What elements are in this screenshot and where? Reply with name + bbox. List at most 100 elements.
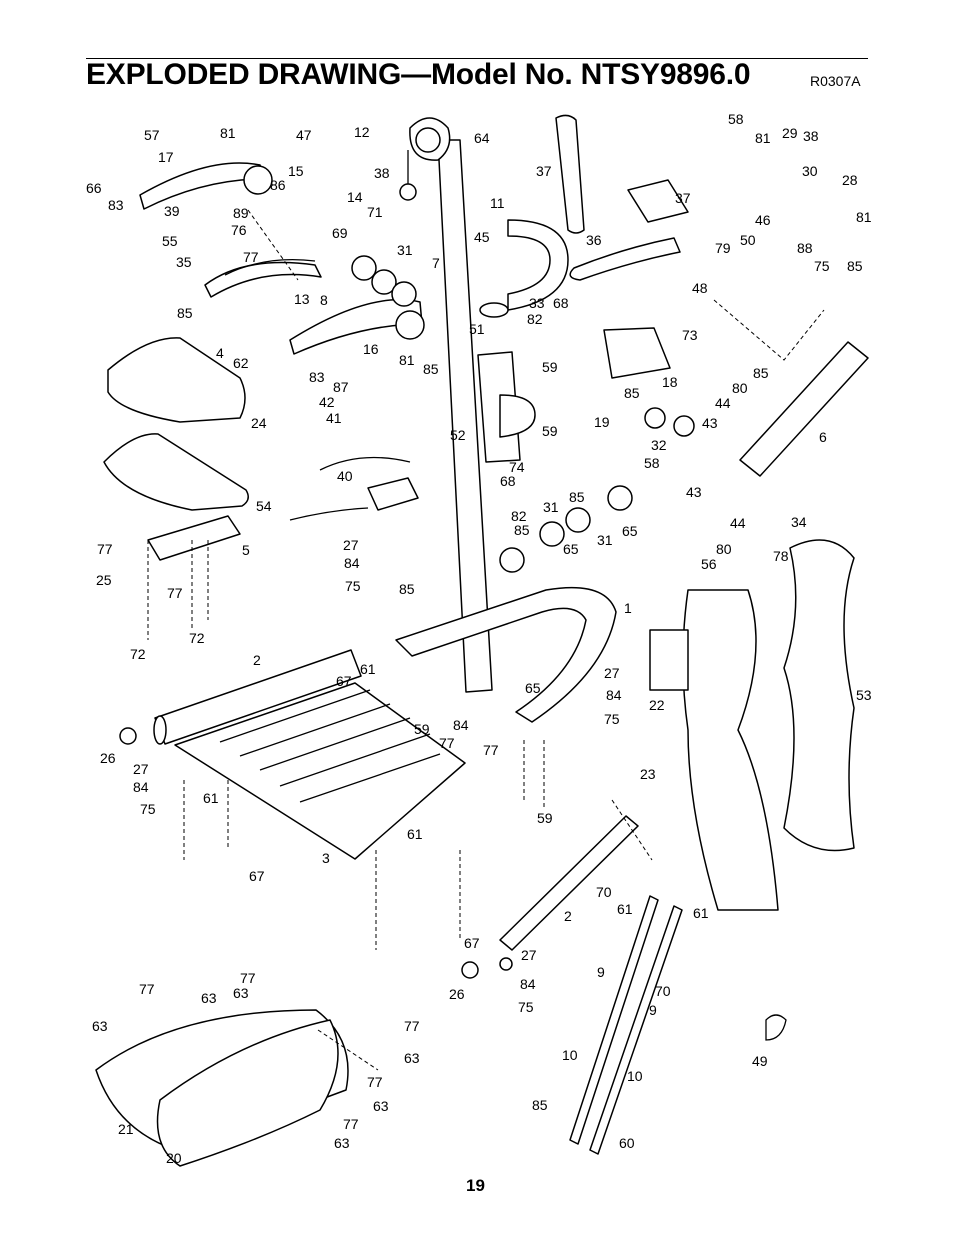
- callout-label: 77: [439, 735, 455, 751]
- callout-label: 66: [86, 180, 102, 196]
- callout-label: 65: [525, 680, 541, 696]
- callout-label: 75: [604, 711, 620, 727]
- callout-label: 44: [715, 395, 731, 411]
- callout-label: 59: [542, 423, 558, 439]
- callout-label: 12: [354, 124, 370, 140]
- callout-label: 89: [233, 205, 249, 221]
- callout-label: 30: [802, 163, 818, 179]
- callout-label: 77: [167, 585, 183, 601]
- callout-label: 81: [220, 125, 236, 141]
- callout-label: 76: [231, 222, 247, 238]
- callout-label: 26: [449, 986, 465, 1002]
- callout-label: 84: [453, 717, 469, 733]
- callout-label: 84: [520, 976, 536, 992]
- callout-label: 13: [294, 291, 310, 307]
- callout-label: 79: [715, 240, 731, 256]
- callout-label: 82: [527, 311, 543, 327]
- parts-drawing: [95, 114, 869, 1167]
- callout-label: 33: [529, 295, 545, 311]
- callout-label: 11: [490, 195, 505, 211]
- callout-label: 61: [203, 790, 219, 806]
- callout-label: 23: [640, 766, 656, 782]
- callout-label: 52: [450, 427, 466, 443]
- callout-label: 77: [139, 981, 155, 997]
- callout-label: 31: [397, 242, 413, 258]
- callout-label: 10: [562, 1047, 578, 1063]
- callout-label: 64: [474, 130, 490, 146]
- page-title: EXPLODED DRAWING—Model No. NTSY9896.0: [86, 58, 751, 91]
- callout-label: 50: [740, 232, 756, 248]
- callout-label: 65: [563, 541, 579, 557]
- callout-label: 72: [189, 630, 205, 646]
- callout-label: 75: [140, 801, 156, 817]
- callout-label: 85: [177, 305, 193, 321]
- callout-label: 37: [536, 163, 552, 179]
- callout-label: 41: [326, 410, 342, 426]
- callout-label: 17: [158, 149, 174, 165]
- callout-label: 67: [336, 673, 352, 689]
- callout-label: 63: [233, 985, 249, 1001]
- callout-label: 81: [856, 209, 872, 225]
- callout-label: 46: [755, 212, 771, 228]
- callout-label: 58: [644, 455, 660, 471]
- page-number: 19: [466, 1176, 485, 1195]
- callout-label: 68: [500, 473, 516, 489]
- callout-label: 86: [270, 177, 286, 193]
- callout-label: 78: [773, 548, 789, 564]
- callout-label: 81: [755, 130, 771, 146]
- callout-label: 85: [532, 1097, 548, 1113]
- callout-label: 34: [791, 514, 807, 530]
- callout-label: 77: [97, 541, 113, 557]
- callout-label: 85: [847, 258, 863, 274]
- callout-label: 75: [345, 578, 361, 594]
- callout-label: 40: [337, 468, 353, 484]
- callout-label: 88: [797, 240, 813, 256]
- callout-label: 81: [399, 352, 415, 368]
- callout-label: 10: [627, 1068, 643, 1084]
- callout-label: 83: [309, 369, 325, 385]
- callout-label: 22: [649, 697, 665, 713]
- callout-label: 31: [543, 499, 559, 515]
- callout-label: 61: [407, 826, 423, 842]
- title-rule: [86, 58, 868, 59]
- callout-label: 63: [201, 990, 217, 1006]
- callout-label: 85: [423, 361, 439, 377]
- callout-label: 63: [92, 1018, 108, 1034]
- callout-label: 59: [537, 810, 553, 826]
- callout-label: 35: [176, 254, 192, 270]
- callout-label: 4: [216, 345, 224, 361]
- callout-label: 75: [518, 999, 534, 1015]
- callout-label: 87: [333, 379, 349, 395]
- callout-label: 42: [319, 394, 335, 410]
- callout-label: 25: [96, 572, 112, 588]
- callout-label: 61: [617, 901, 633, 917]
- callout-label: 54: [256, 498, 272, 514]
- callout-label: 53: [856, 687, 872, 703]
- callout-label: 73: [682, 327, 698, 343]
- callout-label: 67: [464, 935, 480, 951]
- callout-label: 72: [130, 646, 146, 662]
- callout-label: 84: [133, 779, 149, 795]
- callout-label: 77: [483, 742, 499, 758]
- callout-label: 16: [363, 341, 379, 357]
- callout-label: 27: [133, 761, 149, 777]
- callout-label: 27: [604, 665, 620, 681]
- callout-label: 63: [334, 1135, 350, 1151]
- callout-label: 61: [693, 905, 709, 921]
- callout-label: 1: [624, 600, 632, 616]
- callout-label: 77: [367, 1074, 383, 1090]
- callout-label: 3: [322, 850, 330, 866]
- callout-label: 63: [373, 1098, 389, 1114]
- callout-label: 9: [597, 964, 605, 980]
- callout-label: 71: [367, 204, 383, 220]
- callout-label: 80: [732, 380, 748, 396]
- callout-label: 56: [701, 556, 717, 572]
- callout-label: 15: [288, 163, 304, 179]
- callout-label: 85: [399, 581, 415, 597]
- callout-label: 84: [344, 555, 360, 571]
- callout-label: 68: [553, 295, 569, 311]
- callout-labels: 57 81 47 12 64 58 81 29 38 17 15 38 37 3…: [86, 111, 872, 1166]
- callout-label: 9: [649, 1002, 657, 1018]
- callout-label: 18: [662, 374, 678, 390]
